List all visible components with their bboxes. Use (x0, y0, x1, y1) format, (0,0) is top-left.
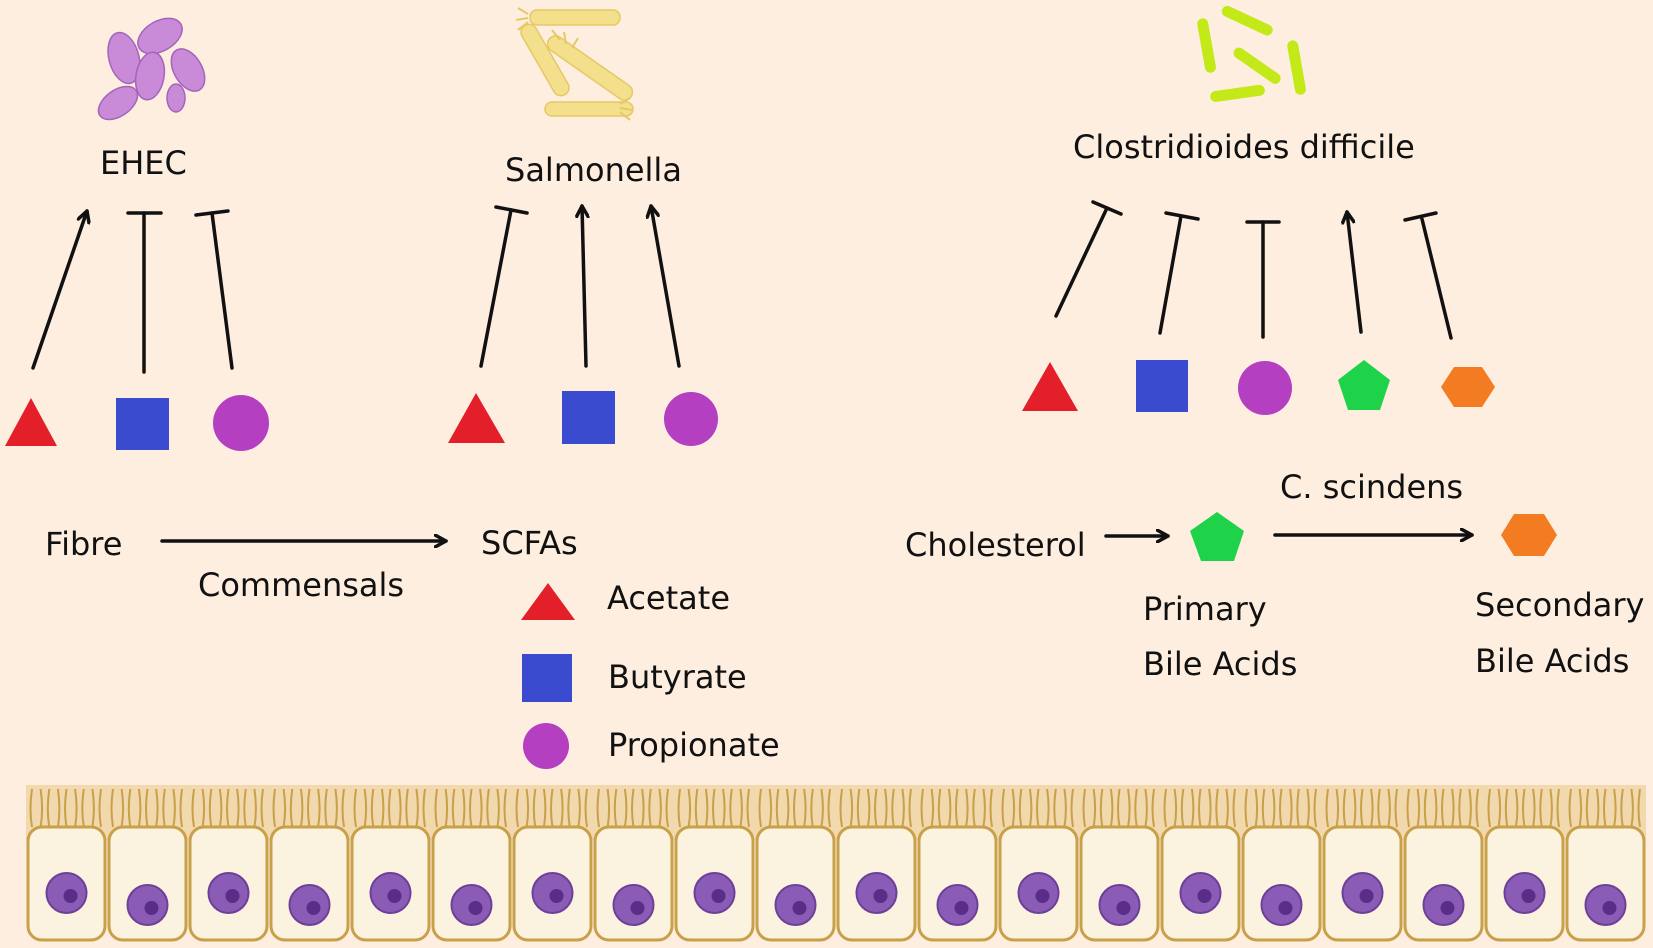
legend-acetate-triangle (521, 583, 575, 620)
microvilli (1001, 788, 1074, 828)
primary-bile-acid-pentagon (1190, 512, 1244, 561)
salmonella-acetate-inhibits-line (479, 205, 529, 368)
nucleolus (225, 889, 240, 903)
salmonella-propionate-circle (664, 392, 718, 446)
cdiff-acetate-inhibits-line (1054, 200, 1123, 318)
secondary-bile-acid-hexagon (1501, 514, 1557, 556)
nucleolus (792, 901, 807, 915)
ehec-propionate-circle (213, 395, 269, 451)
nucleolus (1197, 889, 1212, 903)
nucleolus (549, 889, 564, 903)
nucleolus (873, 889, 888, 903)
cdiff-secondary-bile-hexagon (1441, 367, 1495, 407)
fibre-label: Fibre (45, 525, 122, 563)
secondary-label-line1: Secondary (1475, 586, 1644, 624)
intestinal-epithelium (26, 785, 1646, 942)
nucleolus (1116, 901, 1131, 915)
microvilli (758, 788, 831, 828)
microvilli (596, 788, 669, 828)
primary-label-line2: Bile Acids (1143, 645, 1297, 683)
microvilli (1163, 788, 1236, 828)
nucleolus (630, 901, 645, 915)
microvilli (272, 788, 345, 828)
ehec-butyrate-inhibits-line (126, 211, 163, 374)
cdiff-primary-bile-pentagon (1338, 360, 1390, 410)
nucleolus (1278, 901, 1293, 915)
commensals-label: Commensals (198, 566, 404, 604)
cdiff-butyrate-square (1136, 360, 1188, 412)
microvilli (1244, 788, 1317, 828)
ehec-propionate-inhibits-line (194, 209, 234, 370)
microvilli (1325, 788, 1398, 828)
cdiff-propionate-inhibits-line (1245, 220, 1281, 339)
nucleolus (1035, 889, 1050, 903)
microvilli (29, 788, 102, 828)
nucleolus (1521, 889, 1536, 903)
salmonella-butyrate-square (562, 391, 615, 444)
cdiff-label: Clostridioides difficile (1073, 128, 1415, 166)
nucleolus (1359, 889, 1374, 903)
nucleolus (306, 901, 321, 915)
microvilli (1406, 788, 1479, 828)
cdiff-propionate-circle (1238, 361, 1292, 415)
nucleolus (954, 901, 969, 915)
legend-butyrate-label: Butyrate (608, 658, 747, 696)
legend-propionate-circle (523, 723, 569, 769)
microvilli (353, 788, 426, 828)
brush-border (26, 785, 1646, 840)
cdiff-bacteria-icon (1197, 5, 1306, 102)
salmonella-label: Salmonella (505, 151, 682, 189)
salmonella-propionate-promotes-arrow (651, 204, 681, 368)
cdiff-secondary-bile-inhibits-line (1403, 211, 1453, 340)
cholesterol-label: Cholesterol (905, 526, 1086, 564)
secondary-label-line2: Bile Acids (1475, 642, 1629, 680)
microvilli (1487, 788, 1560, 828)
ehec-bacteria-icon (97, 17, 206, 121)
cdiff-acetate-triangle (1022, 362, 1078, 411)
nucleolus (63, 889, 78, 903)
microvilli (677, 788, 750, 828)
microvilli (191, 788, 264, 828)
c-scindens-label: C. scindens (1280, 468, 1463, 506)
microvilli (110, 788, 183, 828)
ehec-acetate-triangle (5, 398, 57, 446)
nucleolus (387, 889, 402, 903)
legend-acetate-label: Acetate (607, 579, 730, 617)
nucleolus (711, 889, 726, 903)
salmonella-butyrate-promotes-arrow (582, 204, 586, 368)
legend-butyrate-square (522, 654, 572, 702)
salmonella-bacteria-icon (515, 7, 634, 121)
microvilli (1082, 788, 1155, 828)
microvilli (1568, 788, 1641, 828)
microvilli (515, 788, 588, 828)
microvilli (434, 788, 507, 828)
scfas-label: SCFAs (481, 524, 578, 562)
ehec-label: EHEC (100, 144, 187, 182)
cdiff-butyrate-inhibits-line (1158, 211, 1200, 335)
microvilli (839, 788, 912, 828)
legend-propionate-label: Propionate (608, 726, 780, 764)
ehec-butyrate-square (116, 398, 169, 450)
nucleolus (468, 901, 483, 915)
primary-label-line1: Primary (1143, 590, 1267, 628)
nucleolus (1440, 901, 1455, 915)
cdiff-primary-bile-promotes-arrow (1347, 210, 1363, 334)
nucleolus (144, 901, 159, 915)
microvilli (920, 788, 993, 828)
nucleolus (1602, 901, 1617, 915)
salmonella-acetate-triangle (448, 393, 505, 443)
ehec-acetate-promotes-arrow (31, 209, 87, 370)
